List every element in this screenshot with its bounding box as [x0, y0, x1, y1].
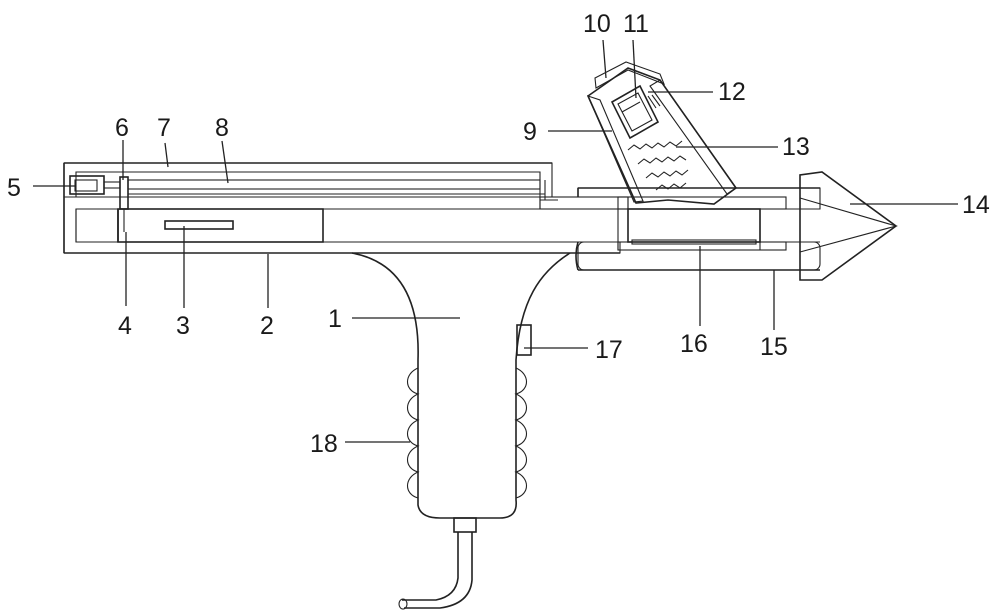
label-2: 2 — [260, 312, 274, 340]
display-screen — [610, 84, 661, 140]
grip-pads — [406, 367, 528, 499]
label-3: 3 — [176, 312, 190, 340]
label-8: 8 — [215, 114, 229, 142]
label-11: 11 — [623, 10, 649, 38]
trigger-button — [516, 324, 532, 356]
cone-nozzle — [799, 171, 899, 281]
label-18: 18 — [310, 430, 338, 458]
label-15: 15 — [760, 333, 788, 361]
label-5: 5 — [7, 174, 21, 202]
leader-lines — [33, 39, 958, 443]
label-4: 4 — [118, 312, 132, 340]
power-cord — [398, 517, 477, 610]
label-7: 7 — [157, 114, 171, 142]
label-6: 6 — [115, 114, 129, 142]
label-17: 17 — [595, 336, 623, 364]
label-9: 9 — [523, 118, 537, 146]
pusher-rod — [103, 176, 129, 232]
filter-core — [627, 208, 761, 245]
angled-hopper — [586, 61, 738, 205]
label-1: 1 — [328, 305, 342, 333]
handle — [351, 252, 571, 519]
label-10: 10 — [583, 10, 611, 38]
barrel-housing — [63, 196, 820, 254]
medium-insert — [164, 220, 234, 230]
label-14: 14 — [962, 191, 990, 219]
label-16: 16 — [680, 330, 708, 358]
piston-block — [117, 208, 324, 243]
top-cover — [63, 162, 553, 253]
spring — [627, 140, 689, 191]
label-12: 12 — [718, 78, 746, 106]
reference-labels: 1 2 3 4 5 6 7 8 9 10 11 12 13 14 15 16 1… — [7, 10, 990, 458]
label-13: 13 — [782, 133, 810, 161]
nozzle-pipe — [575, 187, 821, 271]
motor — [69, 175, 105, 195]
